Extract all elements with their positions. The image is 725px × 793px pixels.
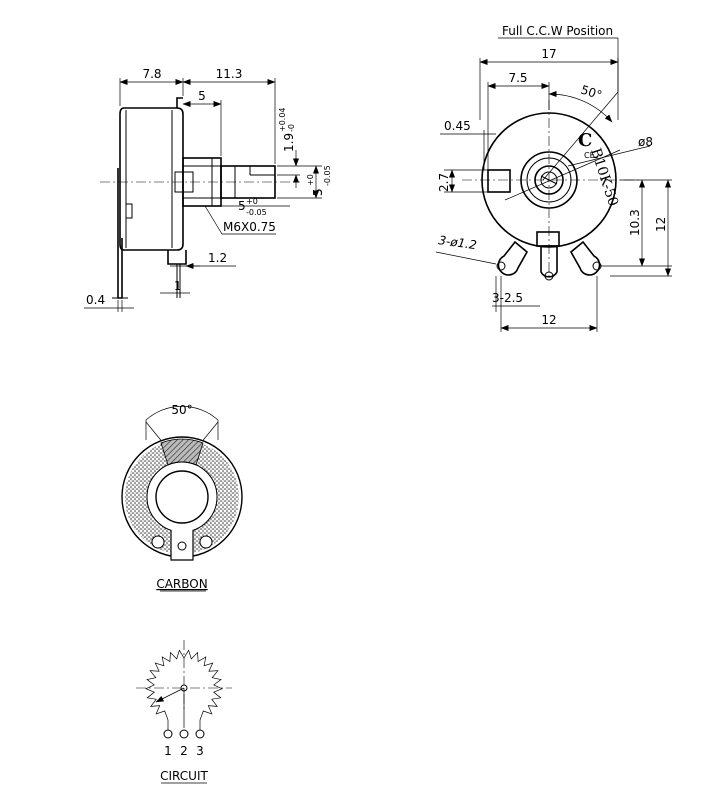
thread-text: M6X0.75 [223,220,276,234]
dim-bracket-text: 1.2 [208,251,227,265]
dim-angle-text: 50° [579,83,604,103]
dim-0-4: 0.4 [84,293,134,312]
dim-2-7: 2.7 [437,169,488,193]
dim-shaft-text: 11.3 [216,67,243,81]
dim-5-step: 5 [182,89,222,156]
dim-bush-upper: +0 [246,197,258,206]
rotation-label-text: Full C.C.W Position [502,24,613,38]
dim-shaft-dia: 5 +0 -0.05 [277,165,332,199]
dim-width-text: 17 [541,47,556,61]
front-view: Full C.C.W Position 17 7.5 50° [435,24,672,332]
carbon-angle-arc [145,405,219,440]
dim-rotation-angle: 50° [548,83,613,123]
dim-0-45: 0.45 [440,119,496,170]
terminal-right [569,240,601,276]
dim-hole-dia: 3-ø1.2 [435,233,497,265]
dim-12-v-text: 12 [654,217,668,232]
carbon-contact-zone [160,438,204,466]
carbon-angle-text: 50° [171,403,192,417]
terminal-center [540,245,558,278]
circuit-pin-2-label: 2 [180,744,188,758]
side-body [119,97,184,251]
dim-flat-upper: +0.04 [278,107,287,132]
dim-27-text: 2.7 [437,173,451,192]
carbon-caption: CARBON [156,577,207,591]
marking-brand-logo: C [578,130,592,151]
circuit-pin-3 [195,729,205,739]
terminal-left-hole [496,261,506,271]
dim-shaft-dia-text: 5 [311,188,325,196]
terminal-tab-center [536,231,560,247]
dim-flat-text: 1.9 [282,133,296,152]
marking-sub-text: CE [584,151,595,160]
dim-half-text: 7.5 [508,71,527,85]
dim-103-text: 10.3 [628,209,642,236]
dim-11-3: 11.3 [182,67,276,164]
front-terminals [496,231,602,281]
dim-7-5: 7.5 [487,71,550,130]
carbon-wiper-pad [177,541,187,551]
thread-callout: M6X0.75 [204,205,276,235]
dim-pitch-text: 3-2.5 [492,291,523,305]
dim-dia-8: ø8 [567,135,653,167]
dim-holes-text: 3-ø1.2 [438,233,478,252]
dim-body-text: 7.8 [142,67,161,81]
carbon-view: 50° CARBON [121,403,243,592]
dim-dia8-text: ø8 [638,135,653,149]
circuit-caption: CIRCUIT [160,769,208,783]
circuit-view: 1 2 3 CIRCUIT [136,640,232,784]
circuit-pin-1 [163,729,173,739]
dim-bush-lower: -0.05 [246,208,267,217]
carbon-right-pad [199,535,213,549]
dim-step-text: 5 [198,89,206,103]
circuit-pin-3-label: 3 [196,744,204,758]
dim-pitch: 3-2.5 [492,276,540,312]
dim-flat-lower: -0 [287,124,296,132]
circuit-pin-2 [179,729,189,739]
carbon-center-hole [155,470,209,524]
carbon-left-pad [151,535,165,549]
terminal-center-hole [544,271,554,281]
dim-10-3: 10.3 [600,179,672,267]
dim-bush: 5 +0 -0.05 [221,197,290,217]
dim-045-text: 0.45 [444,119,471,133]
dim-12-h-text: 12 [541,313,556,327]
dim-one-text: 1 [174,279,182,293]
dim-1-2: 1.2 [170,251,236,269]
dim-7-8: 7.8 [119,67,184,106]
dim-shaft-dia-upper: +0 [306,174,315,186]
circuit-pin-1-label: 1 [164,744,172,758]
mounting-plate [112,168,128,299]
side-view: 7.8 11.3 5 1.9 +0.04 -0 5 [84,67,332,312]
dim-shaft-dia-lower: -0.05 [323,165,332,186]
carbon-track [124,440,239,554]
dim-plate-text: 0.4 [86,293,105,307]
dim-12-horizontal: 12 [500,276,598,332]
dim-flat: 1.9 +0.04 -0 [277,107,300,188]
dim-1: 1 [160,279,190,294]
dim-12-vertical: 12 [610,179,672,277]
ccw-position-label: Full C.C.W Position [498,24,619,181]
terminal-left [497,240,529,276]
dim-bush-text: 5 [238,199,246,213]
side-bracket [167,250,187,298]
dim-17: 17 [479,47,619,120]
circuit-wiper-arrow [155,687,185,703]
anti-rotation-lug [487,169,511,193]
